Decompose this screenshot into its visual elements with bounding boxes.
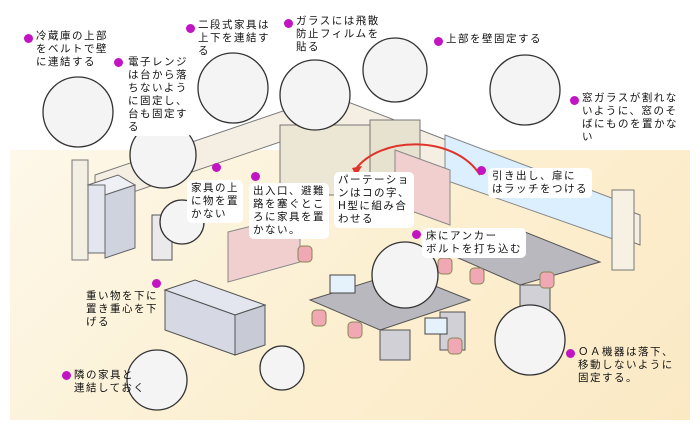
bullet-dot xyxy=(434,37,443,46)
bullet-dot xyxy=(114,58,123,67)
bullet-dot xyxy=(284,19,293,28)
label-adjacent: 隣の家具と 連結しておく xyxy=(74,369,146,394)
chairs xyxy=(297,245,555,355)
arrow-head xyxy=(352,166,362,176)
detail-circle-oa xyxy=(494,304,566,376)
label-exit: 出入口、避難 路を塞ぐとこ ろに家具を置 かない。 xyxy=(249,183,329,239)
detail-circle-window xyxy=(489,54,561,126)
detail-magnifiers xyxy=(42,37,566,411)
detail-circle-top-wall xyxy=(362,37,428,103)
detail-circle-anchor xyxy=(371,241,439,309)
label-oa: ＯＡ機器は落下、 移動しないように 固定する。 xyxy=(578,346,674,384)
chair xyxy=(437,257,453,275)
detail-circle-fridge-belt xyxy=(42,76,114,148)
bullet-dot xyxy=(186,24,195,33)
bullet-dot xyxy=(212,163,221,172)
refrigerator xyxy=(86,174,137,259)
detail-circle-glass xyxy=(279,59,351,131)
window-pillar xyxy=(611,189,635,271)
label-top-wall: 上部を壁固定する xyxy=(446,33,542,45)
detail-circle-heavy xyxy=(126,349,188,411)
chair xyxy=(311,309,327,327)
label-latch: 引き出し、扉に はラッチをつける xyxy=(488,168,592,198)
label-microwave: 電子レンジ は台から落 ちないよう に固定し、 台も固定す る xyxy=(124,54,192,136)
label-fridge: 冷蔵庫の上部 をベルトで壁 に連結する xyxy=(36,30,108,68)
bullet-dot xyxy=(566,349,575,358)
low-cabinets xyxy=(163,279,267,356)
wall-pillar xyxy=(71,159,89,261)
bullet-dot xyxy=(412,230,421,239)
label-partition: パーテーショ ンはコの字、 H型に組み合 わせる xyxy=(334,172,414,228)
bullet-dot xyxy=(477,166,486,175)
detail-circle-adjacent xyxy=(259,345,305,391)
chair xyxy=(447,337,463,355)
detail-circle-two-tier xyxy=(197,52,269,124)
chair xyxy=(469,267,485,285)
label-window: 窓ガラスが割れな いように、窓のそ ばにものを置かな い xyxy=(582,92,678,143)
label-two-tier: 二段式家具は 上下を連結す る xyxy=(198,19,270,57)
label-on-top: 家具の上 に物を置 かない xyxy=(187,180,243,223)
bullet-dot xyxy=(570,96,579,105)
bullet-dot xyxy=(251,172,260,181)
bullet-dot xyxy=(24,34,33,43)
label-glass-film: ガラスには飛散 防止フィルムを 貼る xyxy=(296,15,380,53)
label-heavy: 重い物を下に 置き重心を下 げる xyxy=(86,290,158,328)
bullet-dot xyxy=(62,371,71,380)
bullet-dot xyxy=(152,279,161,288)
chair xyxy=(347,321,363,339)
label-anchor: 床にアンカー ボルトを打ち込む xyxy=(422,228,526,258)
chair xyxy=(539,271,555,289)
chair xyxy=(297,245,313,263)
latch-arrow xyxy=(354,143,481,176)
